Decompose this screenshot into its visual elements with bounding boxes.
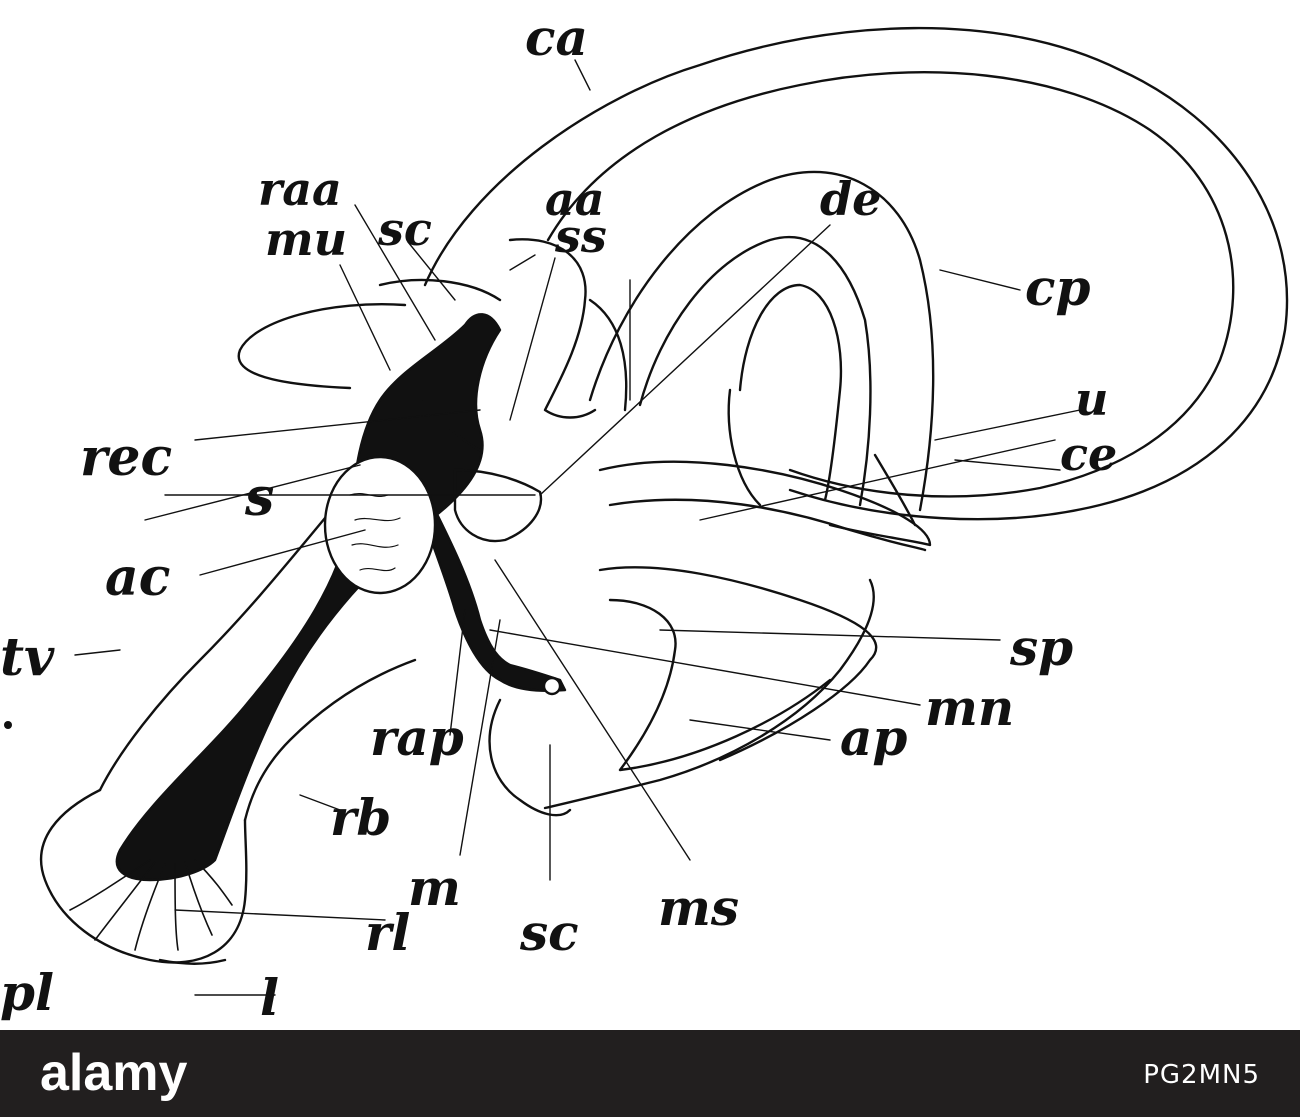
brand-logo: alamy	[40, 1044, 270, 1102]
label-ms: ms	[658, 878, 739, 937]
brand-wordmark: alamy	[40, 1046, 188, 1102]
label-ss: ss	[554, 209, 607, 263]
label-m: m	[408, 858, 461, 917]
label-ap: ap	[840, 708, 907, 767]
watermark-footer	[0, 1030, 1300, 1117]
label-cp: cp	[1025, 258, 1090, 317]
anterior-canal-outer	[423, 26, 1289, 521]
label-mn: mn	[925, 678, 1014, 737]
macula-utriculi	[453, 468, 543, 543]
label-de: de	[820, 172, 881, 226]
posterior-canal-outer	[588, 170, 935, 512]
label-raa: raa	[258, 162, 342, 216]
label-tv: tv	[0, 627, 55, 688]
label-l: l	[260, 968, 279, 1027]
posterior-canal-lumen	[738, 283, 843, 502]
label-pl: pl	[0, 963, 54, 1022]
label-u: u	[1075, 372, 1108, 426]
label-rb: rb	[330, 788, 391, 847]
lagena-outline	[39, 788, 248, 964]
saccule-outline	[598, 566, 878, 762]
cochlear-duct-outer	[98, 498, 342, 792]
inner-ear-drawing: ca raa sc aa de mu ss cp u rec ce s ac s…	[0, 8, 1289, 1027]
label-rap: rap	[370, 708, 464, 767]
label-ac: ac	[105, 547, 170, 608]
label-sp: sp	[1009, 618, 1073, 677]
utricle-ellipse	[237, 303, 407, 390]
label-rec: rec	[80, 427, 172, 488]
horizontal-canal	[598, 460, 932, 547]
posterior-canal-inner	[638, 235, 872, 507]
label-aa: aa	[545, 172, 605, 226]
label-rl: rl	[365, 903, 410, 962]
label-sc-bottom: sc	[519, 903, 579, 962]
anatomical-figure: ca raa sc aa de mu ss cp u rec ce s ac s…	[0, 8, 1289, 1027]
anterior-canal-inner	[546, 71, 1235, 498]
stray-dot	[4, 721, 12, 729]
ampulla-lobe	[508, 238, 597, 419]
label-mu: mu	[265, 212, 347, 266]
macula-sacculi	[323, 455, 437, 595]
acoustic-nerve	[115, 313, 502, 882]
alamy-logo: alamy	[40, 1044, 188, 1102]
image-id: PG2MN5	[1143, 1060, 1260, 1090]
label-s: s	[244, 467, 274, 528]
label-sc-top: sc	[377, 202, 432, 256]
label-ce: ce	[1060, 427, 1117, 481]
lower-sac-outline	[488, 698, 572, 817]
label-ca: ca	[525, 8, 588, 67]
